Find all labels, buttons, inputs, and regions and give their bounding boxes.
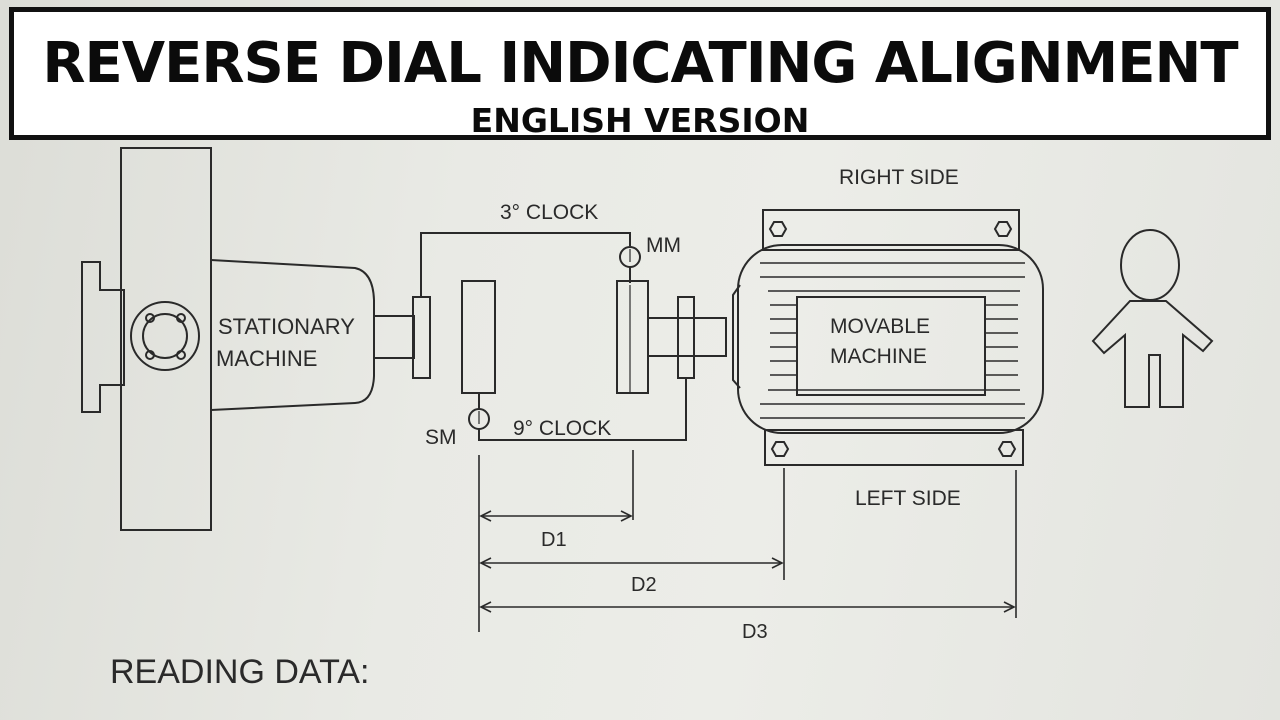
hex-bolt-icon bbox=[770, 441, 790, 457]
stationary-label-line1: STATIONARY bbox=[218, 314, 355, 339]
bolt-hole bbox=[145, 350, 155, 360]
coupling-half-right bbox=[616, 280, 649, 394]
movable-coupling-hub bbox=[677, 296, 695, 379]
movable-motor-endcap bbox=[732, 284, 741, 389]
hex-bolt-icon bbox=[768, 221, 788, 237]
motor-nameplate bbox=[796, 296, 986, 396]
bolt-hole bbox=[176, 313, 186, 323]
stationary-flange-outline bbox=[81, 261, 125, 413]
arrowhead-icon bbox=[479, 557, 492, 569]
indicator-mm-label: MM bbox=[646, 234, 681, 257]
hex-bolt-icon bbox=[993, 221, 1013, 237]
reading-data-label: READING DATA: bbox=[110, 653, 369, 691]
stationary-coupling-hub bbox=[412, 296, 431, 379]
stationary-motor-plate bbox=[120, 147, 212, 531]
d1-label: D1 bbox=[541, 529, 567, 551]
top-indicator-bracket bbox=[420, 232, 631, 297]
title-banner: REVERSE DIAL INDICATING ALIGNMENT ENGLIS… bbox=[9, 7, 1271, 140]
left-side-label: LEFT SIDE bbox=[855, 487, 961, 510]
page-subtitle: ENGLISH VERSION bbox=[470, 101, 810, 140]
hex-bolt-icon bbox=[997, 441, 1017, 457]
right-side-label: RIGHT SIDE bbox=[839, 166, 959, 189]
d3-label: D3 bbox=[742, 621, 768, 643]
bolt-hole bbox=[145, 313, 155, 323]
movable-shaft bbox=[647, 317, 727, 357]
d2-label: D2 bbox=[631, 574, 657, 596]
stationary-label-line2: MACHINE bbox=[216, 346, 317, 371]
clock-bottom-label: 9° CLOCK bbox=[513, 417, 611, 440]
movable-label-line2: MACHINE bbox=[830, 345, 927, 368]
arrowhead-icon bbox=[620, 510, 633, 522]
indicator-sm-label: SM bbox=[425, 426, 457, 449]
arrowhead-icon bbox=[771, 557, 784, 569]
bolt-hole bbox=[176, 350, 186, 360]
arrowhead-icon bbox=[479, 601, 492, 613]
dial-indicator-mm-icon bbox=[619, 246, 641, 283]
clock-top-label: 3° CLOCK bbox=[500, 201, 598, 224]
stationary-end-hub bbox=[142, 313, 188, 359]
operator-figure-icon bbox=[1091, 229, 1214, 408]
coupling-assembly bbox=[412, 232, 727, 441]
arrowhead-icon bbox=[479, 510, 492, 522]
dial-indicator-sm-icon bbox=[468, 393, 490, 430]
page-title: REVERSE DIAL INDICATING ALIGNMENT bbox=[42, 31, 1238, 96]
stationary-machine: STATIONARY MACHINE bbox=[81, 147, 415, 531]
mounting-plate-top bbox=[762, 209, 1020, 251]
bottom-indicator-bracket bbox=[478, 378, 687, 441]
coupling-half-left bbox=[461, 280, 496, 394]
stationary-shaft bbox=[373, 315, 415, 359]
stationary-end-flange bbox=[130, 301, 200, 371]
movable-motor-body bbox=[737, 244, 1044, 434]
mounting-plate-bottom bbox=[764, 429, 1024, 466]
motor-cooling-fins bbox=[760, 262, 1025, 419]
movable-label-line1: MOVABLE bbox=[830, 315, 930, 338]
arrowhead-icon bbox=[1003, 601, 1016, 613]
movable-machine: MOVABLE MACHINE bbox=[732, 209, 1044, 466]
dimension-lines bbox=[478, 450, 1017, 632]
